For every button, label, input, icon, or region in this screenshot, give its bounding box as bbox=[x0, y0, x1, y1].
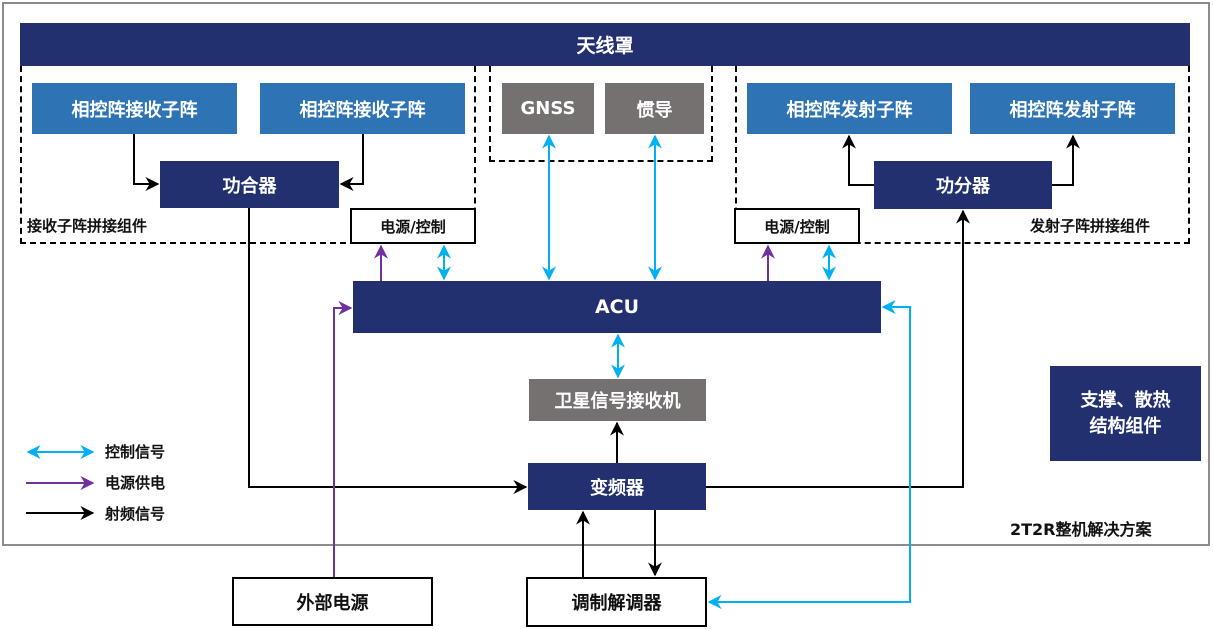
legend-label-power: 电源供电 bbox=[105, 474, 166, 492]
power-wire-external-acu bbox=[333, 301, 353, 577]
transmit-subarray-1: 相控阵发射子阵 bbox=[747, 83, 952, 134]
transmit-subarray-2: 相控阵发射子阵 bbox=[970, 83, 1175, 134]
gnss-module: GNSS bbox=[502, 83, 594, 134]
rf-wire-rx2-combiner bbox=[339, 134, 364, 191]
legend-label-control: 控制信号 bbox=[105, 443, 166, 461]
gnss-label: GNSS bbox=[520, 98, 576, 119]
external-power: 外部电源 bbox=[232, 577, 433, 626]
external-power-label: 外部电源 bbox=[296, 592, 369, 614]
receive-subarray-2: 相控阵接收子阵 bbox=[260, 83, 465, 134]
receive-subarray-2-label: 相控阵接收子阵 bbox=[299, 99, 426, 121]
modem: 调制解调器 bbox=[526, 577, 707, 627]
receive-group-label: 接收子阵拼接组件 bbox=[27, 217, 148, 235]
rf-wire-divider-tx2 bbox=[1052, 134, 1080, 186]
combiner: 功合器 bbox=[160, 161, 339, 208]
combiner-label: 功合器 bbox=[222, 175, 277, 197]
system-frame bbox=[2, 2, 1210, 546]
receive-subarray-1-label: 相控阵接收子阵 bbox=[71, 99, 198, 121]
structure-label-line-1: 支撑、散热 bbox=[1080, 389, 1171, 411]
receive-power-control-label: 电源/控制 bbox=[380, 217, 446, 236]
acu-label: ACU bbox=[594, 296, 640, 318]
satellite-receiver-label: 卫星信号接收机 bbox=[554, 391, 681, 412]
rf-wire-combiner-converter bbox=[248, 208, 528, 494]
nav-group-border bbox=[489, 66, 713, 162]
transmit-subarray-2-label: 相控阵发射子阵 bbox=[1009, 99, 1136, 121]
receive-subarray-1: 相控阵接收子阵 bbox=[32, 83, 237, 134]
satellite-receiver: 卫星信号接收机 bbox=[529, 379, 706, 421]
divider: 功分器 bbox=[874, 161, 1052, 209]
modem-label: 调制解调器 bbox=[571, 593, 662, 614]
radome-title: 天线罩 bbox=[576, 35, 634, 57]
rf-wire-rx1-combiner bbox=[133, 134, 160, 191]
frequency-converter: 变频器 bbox=[528, 463, 706, 510]
rf-wire-converter-divider bbox=[706, 209, 970, 488]
frequency-converter-label: 变频器 bbox=[590, 477, 644, 499]
ins-module: 惯导 bbox=[605, 83, 704, 134]
ins-label: 惯导 bbox=[636, 99, 673, 121]
transmit-power-control: 电源/控制 bbox=[734, 208, 860, 244]
structure-label-line-2: 结构组件 bbox=[1089, 415, 1162, 437]
radome-title-bar: 天线罩 bbox=[20, 23, 1190, 66]
structure-component: 支撑、散热 结构组件 bbox=[1050, 366, 1201, 461]
divider-label: 功分器 bbox=[936, 176, 990, 197]
rf-wire-divider-tx1 bbox=[842, 134, 874, 186]
legend-label-rf: 射频信号 bbox=[105, 505, 166, 523]
transmit-subarray-1-label: 相控阵发射子阵 bbox=[786, 99, 913, 121]
transmit-power-control-label: 电源/控制 bbox=[764, 217, 830, 236]
solution-label: 2T2R整机解决方案 bbox=[1010, 520, 1152, 539]
receive-power-control: 电源/控制 bbox=[350, 208, 476, 244]
transmit-group-label: 发射子阵拼接组件 bbox=[1030, 217, 1151, 235]
control-wire-modem-acu bbox=[707, 300, 911, 609]
